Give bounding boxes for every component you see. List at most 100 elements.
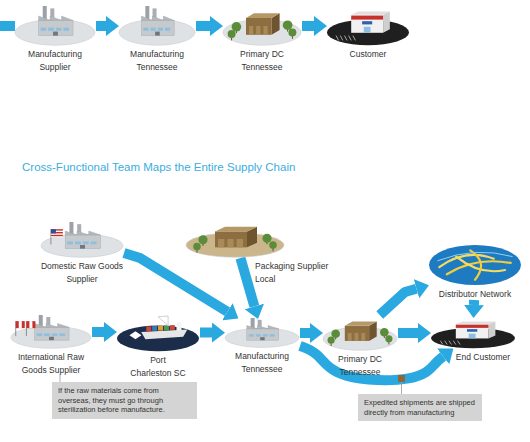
- factory-window: [83, 241, 89, 244]
- tree: [331, 329, 340, 338]
- node-illustration: [224, 318, 300, 348]
- node-illustration: [428, 244, 522, 286]
- node-illustration: [14, 6, 96, 46]
- node-label: Distributor Network: [428, 288, 522, 301]
- flag: [51, 229, 63, 237]
- node-label: Port Charleston SC: [130, 354, 187, 379]
- loading-door: [227, 239, 233, 247]
- parking-line: [353, 36, 356, 41]
- tree: [269, 241, 277, 249]
- flow-arrow: [196, 21, 210, 31]
- node-illustration: [326, 6, 410, 46]
- store-door: [364, 27, 371, 33]
- tree: [288, 28, 296, 36]
- parking-line: [449, 341, 452, 345]
- distributor-node: Distributor Network: [428, 244, 522, 300]
- flow-arrow: [240, 258, 254, 306]
- factory-roof: [65, 231, 100, 235]
- parking-line: [344, 36, 347, 41]
- node-illustration: [118, 6, 196, 46]
- customer-node: Customer: [326, 6, 410, 46]
- ground-ellipse: [15, 20, 95, 46]
- flow-arrow: [398, 328, 418, 338]
- store-side: [488, 321, 495, 338]
- node-illustration: [116, 312, 200, 352]
- warehouse-front: [345, 326, 369, 341]
- loading-door: [237, 239, 243, 247]
- flow-arrow: [200, 327, 212, 337]
- factory-window: [56, 28, 62, 31]
- shipment-marker: [398, 375, 405, 382]
- flow-arrow: [380, 289, 417, 315]
- flag-stripe: [29, 321, 32, 328]
- factory-window: [249, 334, 254, 336]
- node-illustration: [430, 317, 516, 349]
- factory-node: Manufacturing Tennessee: [224, 318, 300, 348]
- factory-roof: [247, 326, 279, 329]
- node-illustration: [10, 315, 92, 349]
- container: [146, 326, 151, 331]
- warehouse-node: Primary DC Tennessee: [322, 315, 398, 351]
- flow-arrow: [124, 253, 227, 312]
- note-text: If the raw materials come from overseas,…: [58, 386, 191, 415]
- factory-roof: [141, 16, 174, 20]
- node-label: International Raw Goods Supplier: [8, 351, 94, 376]
- store-roof: [456, 321, 496, 324]
- factory-window: [91, 241, 97, 244]
- factory-door: [49, 337, 54, 340]
- ground-ellipse: [431, 328, 515, 348]
- node-label: Primary DC Tennessee: [232, 48, 292, 73]
- node-label: Domestic Raw Goods Supplier: [40, 260, 124, 285]
- flow-band-lead: [0, 21, 15, 31]
- factory-window: [256, 334, 261, 336]
- factory-window: [67, 241, 73, 244]
- flag: [26, 321, 35, 328]
- loading-door: [348, 333, 352, 341]
- flow-arrow: [92, 327, 104, 337]
- supplier-node: Packaging Supplier Local: [185, 220, 285, 258]
- note-text: Expedited shipments are shipped directly…: [364, 398, 476, 417]
- factory-body: [247, 329, 279, 340]
- factory-body: [35, 327, 69, 340]
- warehouse-node: Primary DC Tennessee: [222, 6, 302, 46]
- ground-ellipse: [327, 20, 409, 46]
- factory-roof: [35, 324, 69, 328]
- port-emblem: [129, 331, 141, 339]
- factory-window: [41, 28, 47, 31]
- port-node: Port Charleston SC: [116, 312, 200, 352]
- loading-door: [355, 333, 359, 341]
- factory-window: [59, 333, 65, 336]
- loading-door: [256, 26, 260, 35]
- note-box: If the raw materials come from overseas,…: [52, 382, 197, 419]
- parking-line: [340, 36, 343, 41]
- container: [170, 325, 175, 330]
- node-label: End Customer: [448, 351, 518, 364]
- factory-window: [143, 28, 148, 31]
- factory-door: [260, 337, 264, 340]
- factory-door: [155, 32, 160, 36]
- parking-line: [336, 36, 339, 41]
- factory-window: [263, 334, 268, 336]
- loading-door: [218, 239, 224, 247]
- parking-line: [440, 341, 443, 345]
- store-front: [351, 15, 383, 33]
- note-box: Expedited shipments are shipped directly…: [358, 394, 482, 421]
- node-illustration: [40, 222, 124, 258]
- node-illustration: [222, 6, 302, 46]
- store-roof: [351, 12, 390, 15]
- warehouse-roof: [215, 227, 257, 232]
- factory-door: [53, 32, 58, 36]
- tree: [232, 22, 242, 32]
- crane: [158, 316, 168, 326]
- leader-line: [60, 374, 61, 382]
- node-label: Manufacturing Tennessee: [122, 48, 192, 73]
- tree: [385, 335, 392, 342]
- store-band: [351, 16, 383, 20]
- tree: [262, 234, 271, 243]
- network-route: [437, 252, 512, 261]
- supplier-node: Domestic Raw Goods Supplier: [40, 222, 124, 258]
- store-side: [383, 12, 390, 33]
- flow-arrow: [300, 346, 443, 380]
- parking-line: [453, 341, 456, 345]
- node-label: Customer: [333, 48, 403, 61]
